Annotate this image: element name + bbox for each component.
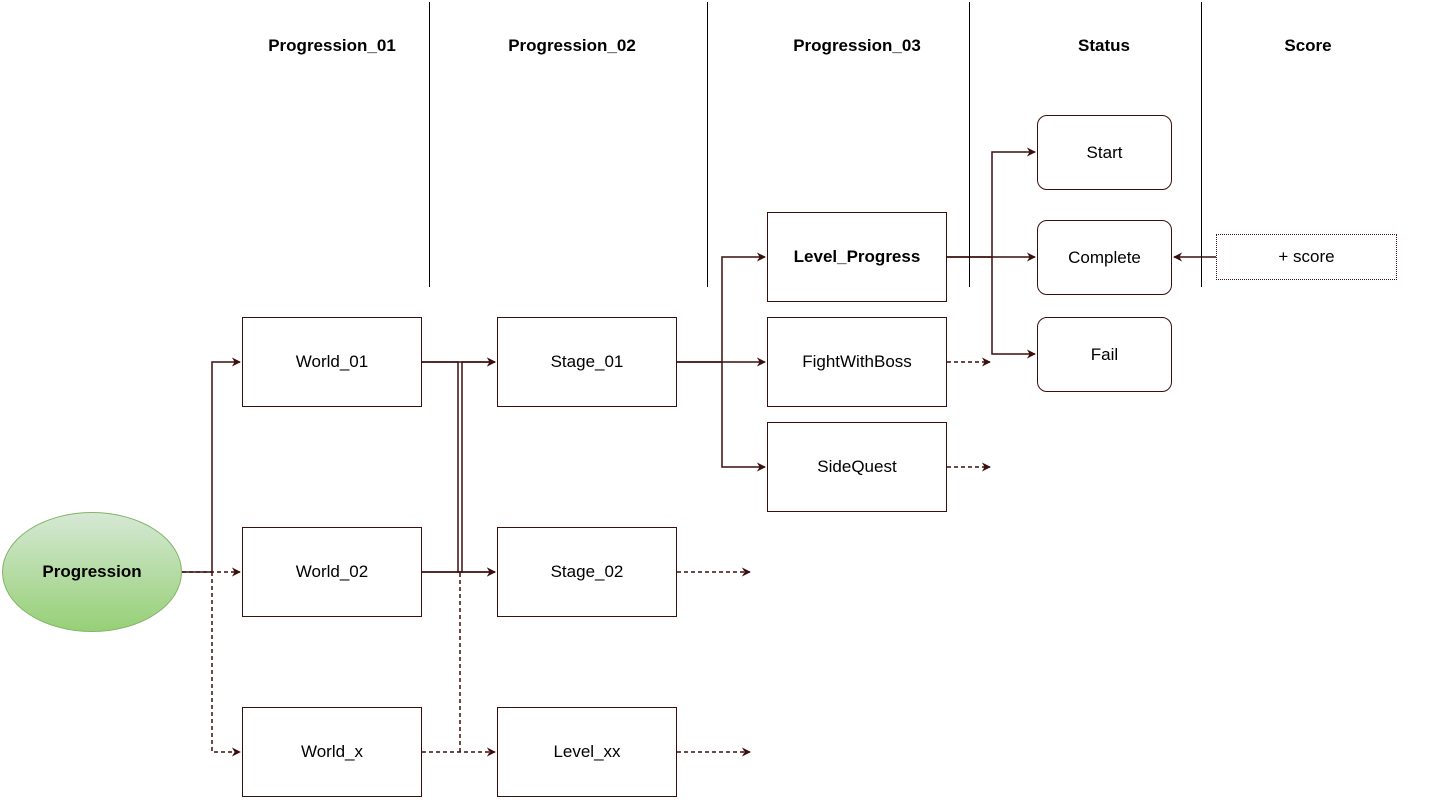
node-start[interactable]: Start xyxy=(1037,115,1172,190)
edge-stage01-sidequest xyxy=(721,362,766,472)
lane-divider xyxy=(969,2,970,287)
node-fail[interactable]: Fail xyxy=(1037,317,1172,392)
node-stage-01[interactable]: Stage_01 xyxy=(497,317,677,407)
node-fight-with-boss[interactable]: FightWithBoss xyxy=(767,317,947,407)
node-level-progress[interactable]: Level_Progress xyxy=(767,212,947,302)
header-progression-03: Progression_03 xyxy=(793,36,921,55)
lane-divider xyxy=(707,2,708,287)
edge-levelprogress-fail xyxy=(991,257,1036,359)
node-side-quest[interactable]: SideQuest xyxy=(767,422,947,512)
node-score[interactable]: + score xyxy=(1216,234,1397,280)
node-world-02[interactable]: World_02 xyxy=(242,527,422,617)
lane-divider xyxy=(1201,2,1202,287)
header-score: Score xyxy=(1284,36,1332,55)
header-progression-01: Progression_01 xyxy=(268,36,396,55)
edge-progression-world01 xyxy=(182,357,241,573)
node-complete[interactable]: Complete xyxy=(1037,220,1172,295)
header-status: Status xyxy=(1078,36,1130,55)
edge-stage01-levelprogress xyxy=(677,252,766,363)
node-progression[interactable]: Progression xyxy=(2,512,182,632)
edge-levelprogress-start xyxy=(947,147,1036,258)
header-progression-02: Progression_02 xyxy=(508,36,636,55)
node-world-01[interactable]: World_01 xyxy=(242,317,422,407)
lane-divider xyxy=(429,2,430,287)
edge-world02-stage01 xyxy=(422,357,496,573)
node-world-x[interactable]: World_x xyxy=(242,707,422,797)
node-stage-02[interactable]: Stage_02 xyxy=(497,527,677,617)
edge-world01-stage02 xyxy=(422,361,496,577)
node-level-xx[interactable]: Level_xx xyxy=(497,707,677,797)
edge-progression-worldx xyxy=(211,572,241,757)
